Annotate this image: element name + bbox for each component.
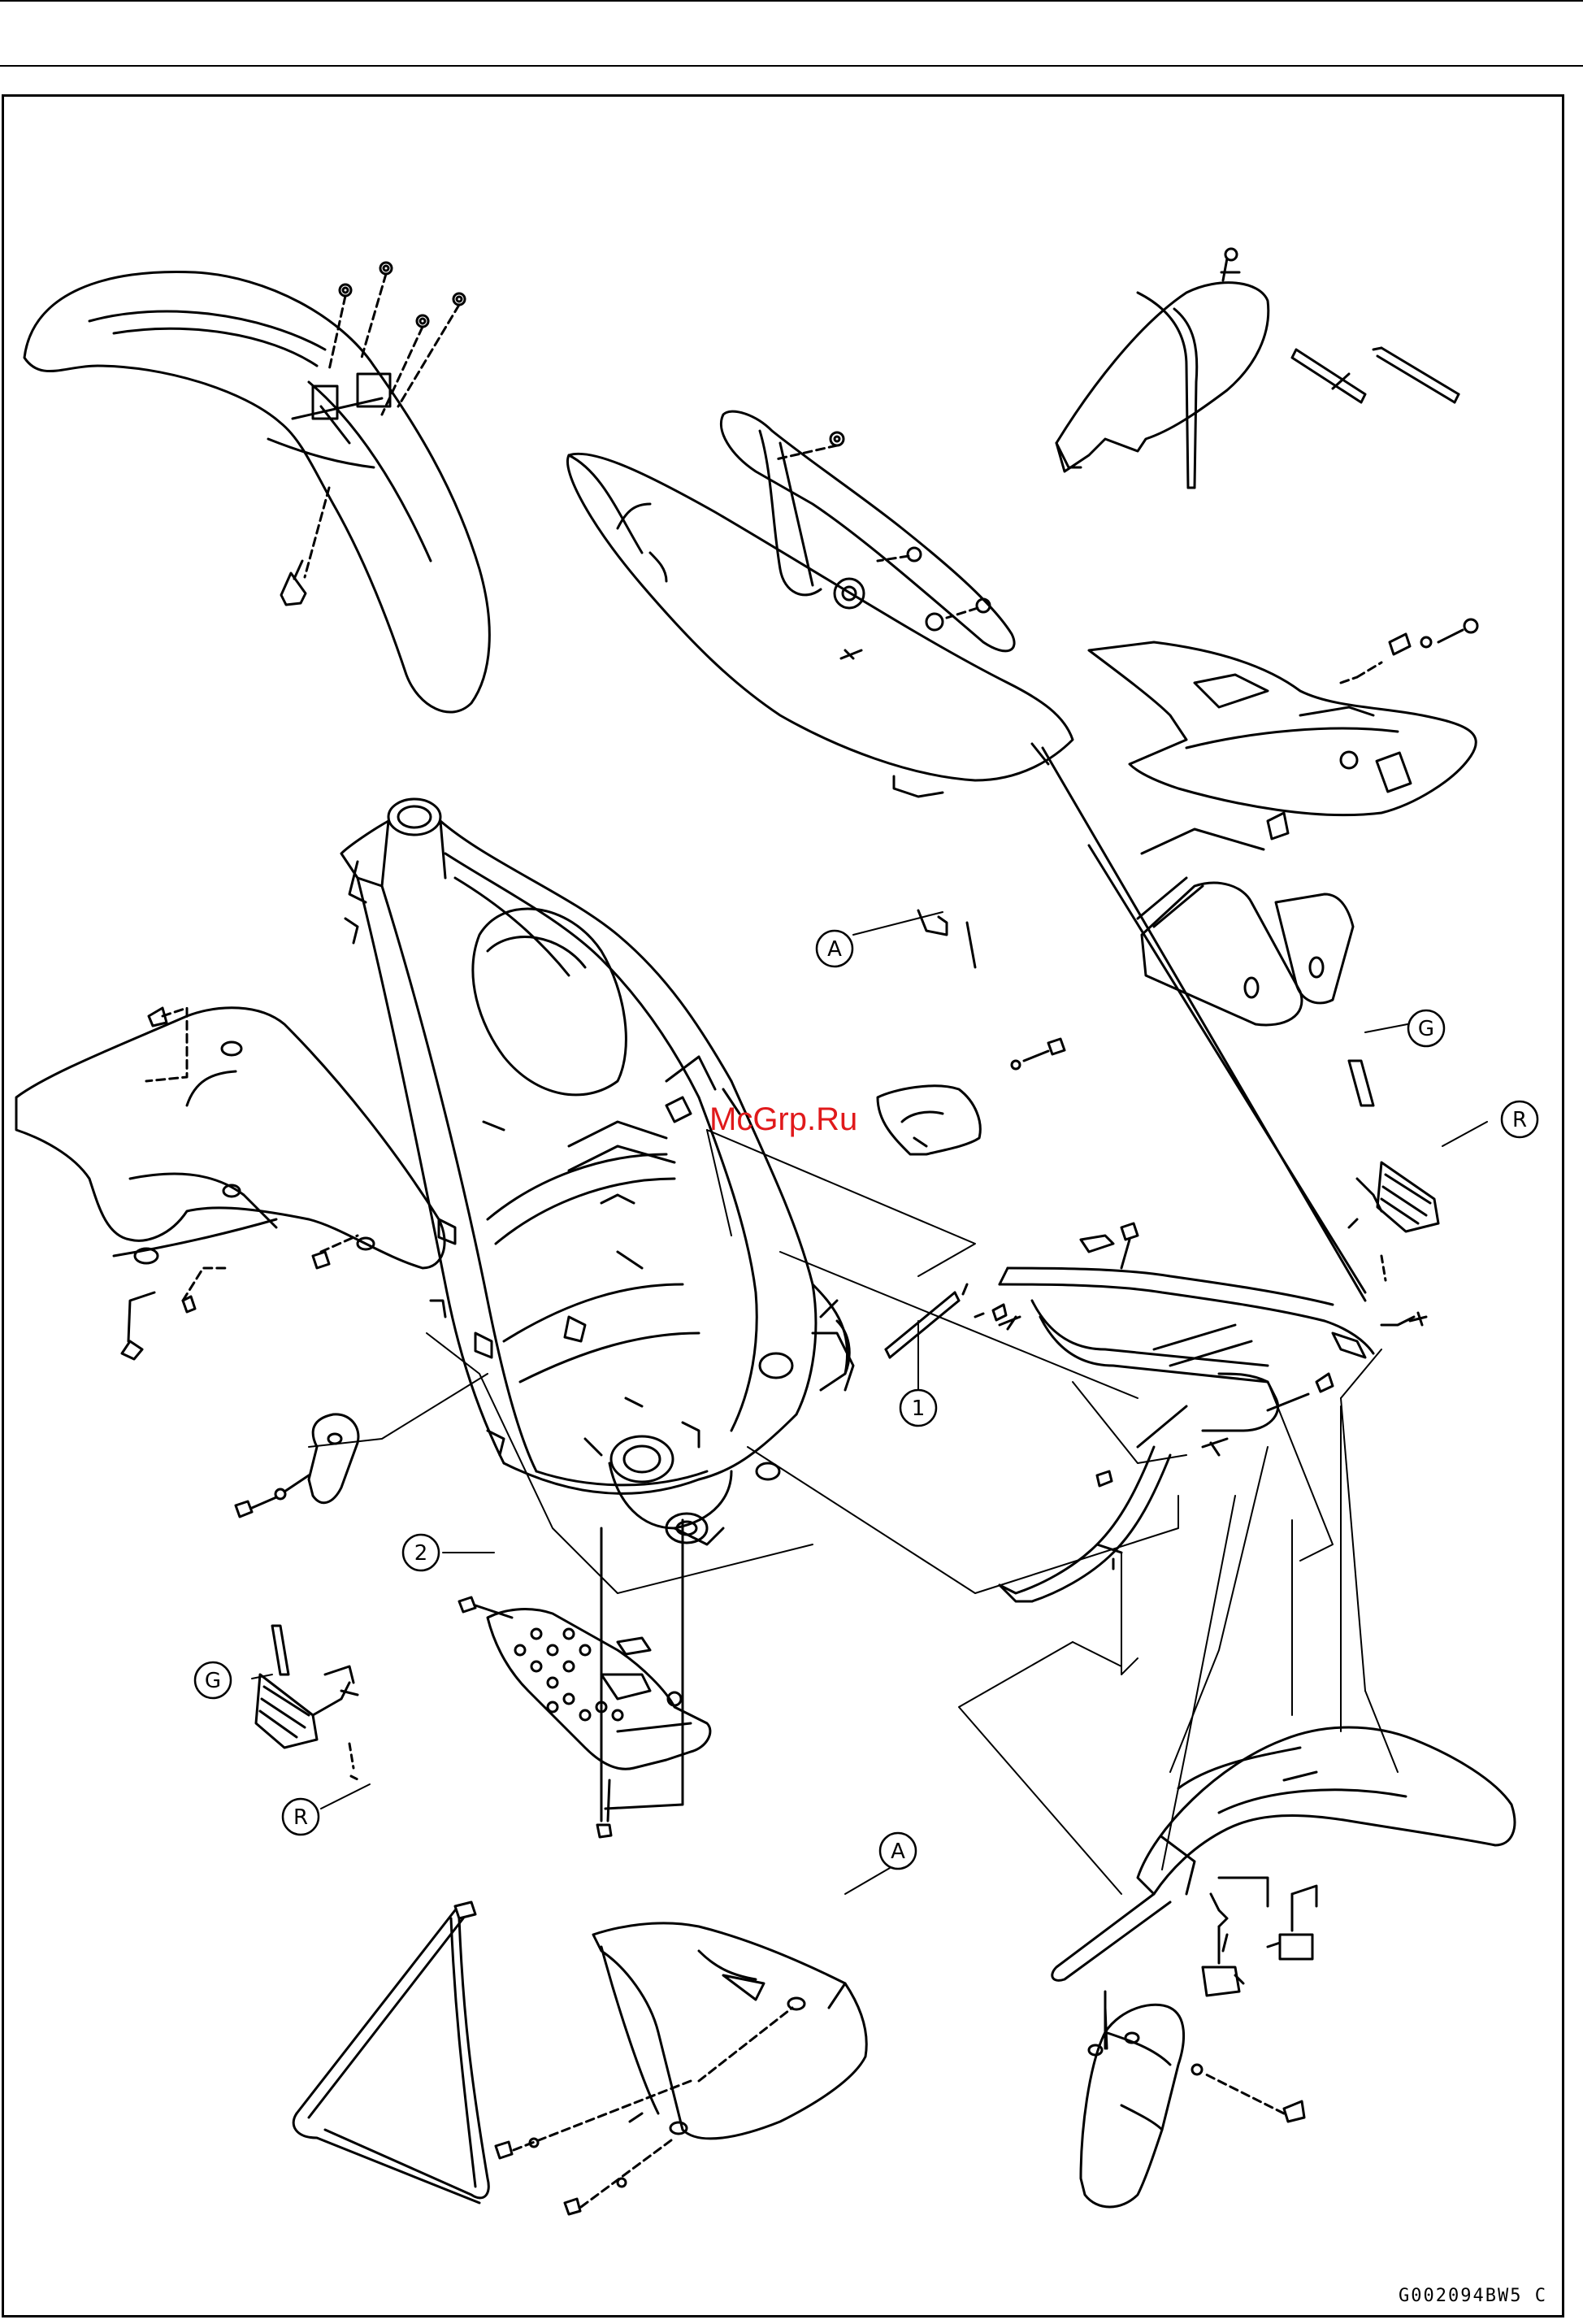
rear-mud-flap — [1081, 2005, 1304, 2207]
callout-r-right-label: R — [1512, 1108, 1527, 1132]
callout-2-label: 2 — [414, 1541, 428, 1566]
seat — [567, 454, 1073, 967]
number-plate — [1056, 249, 1459, 488]
callout-a-cover-label: A — [891, 1840, 905, 1864]
callout-1-label: 1 — [912, 1397, 926, 1421]
callout-a-seat-label: A — [827, 937, 842, 962]
assembly-lines — [309, 1130, 1398, 1894]
callout-g-left-label: G — [205, 1669, 221, 1693]
right-footpeg — [1349, 1061, 1438, 1280]
heat-shield-plate — [878, 1039, 1065, 1154]
rear-subframe — [886, 1223, 1426, 1601]
number-plate-side-clip — [236, 1414, 358, 1517]
callout-r-left-label: R — [293, 1805, 308, 1830]
bike-stand — [293, 1902, 488, 2203]
callout-leaders — [252, 912, 1487, 1894]
skid-plate — [459, 1520, 710, 1837]
main-frame — [341, 799, 853, 1544]
left-side-cover — [496, 1923, 866, 2214]
left-footpeg — [256, 1626, 359, 1780]
air-filter-panels — [1043, 748, 1365, 1301]
right-side-cover — [1089, 619, 1477, 839]
rear-frame-bracket — [721, 411, 1014, 658]
rear-fender — [1052, 1727, 1515, 2048]
callout-g-right-label: G — [1418, 1017, 1434, 1041]
figure-code: G002094BW5 C — [1399, 2286, 1547, 2306]
front-fender — [24, 263, 489, 712]
watermark-text: McGrp.Ru — [709, 1101, 857, 1138]
radiator-shroud — [16, 1008, 445, 1359]
